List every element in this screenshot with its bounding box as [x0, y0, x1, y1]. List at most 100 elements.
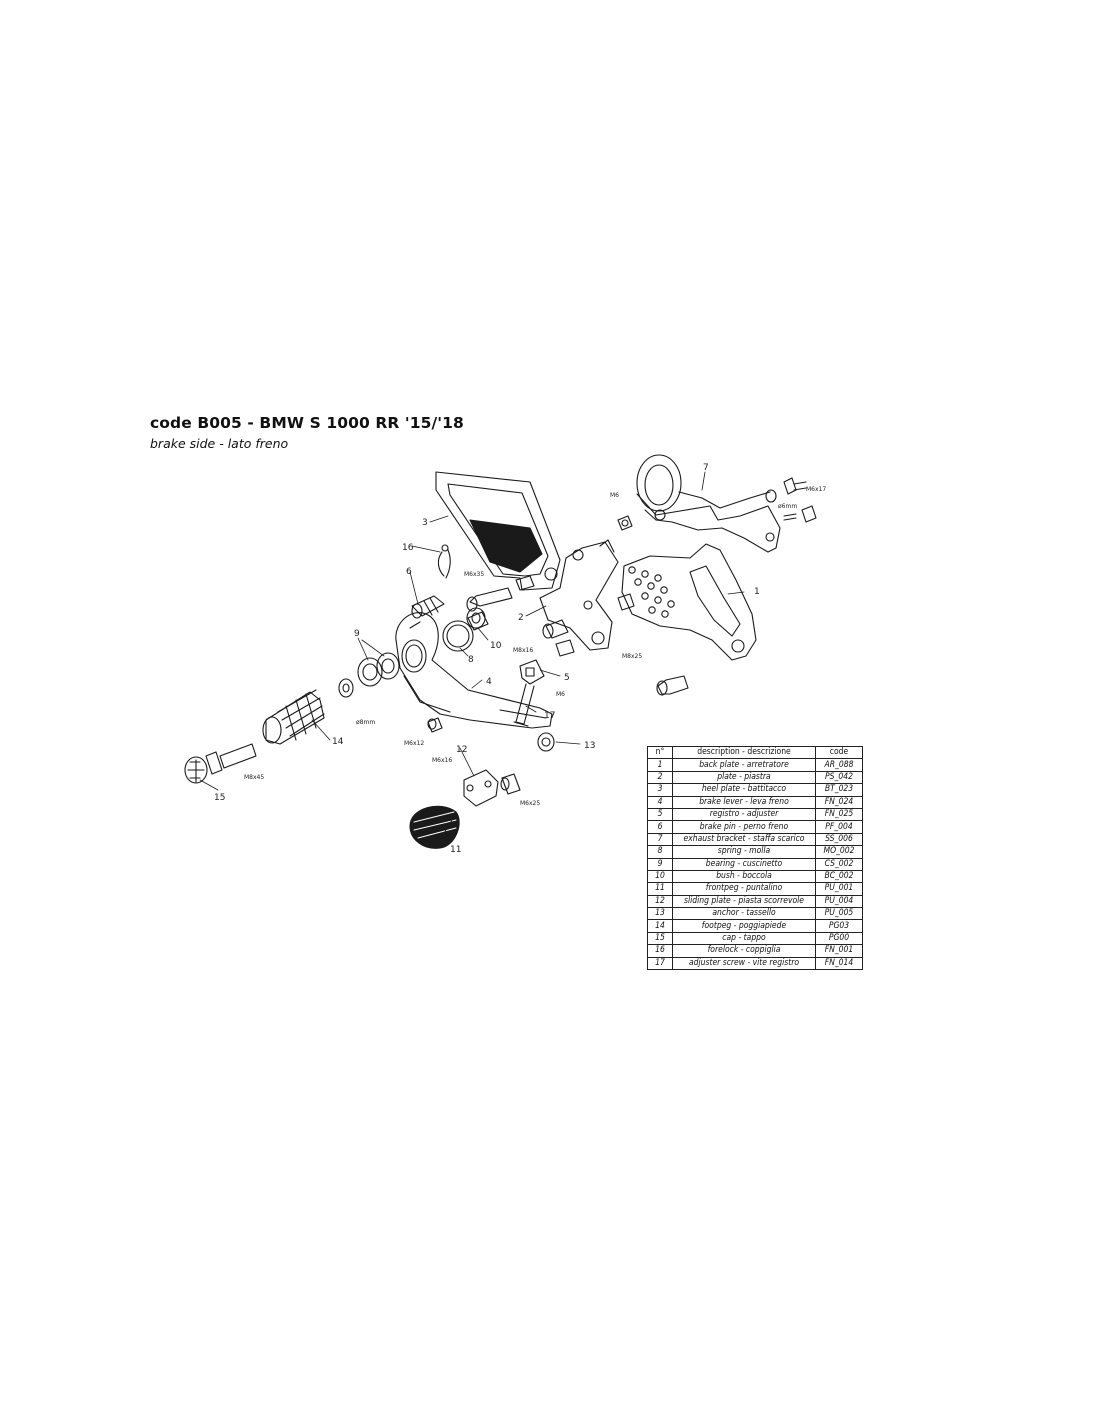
cap-part	[184, 743, 257, 784]
anchor-part	[537, 732, 555, 752]
row-description: exhaust bracket - staffa scarico	[672, 832, 816, 847]
row-code: PU_001	[815, 882, 863, 896]
row-number: 11	[647, 882, 673, 896]
row-code: FN_014	[815, 956, 863, 971]
row-code: BC_002	[815, 869, 863, 884]
row-number: 5	[647, 807, 673, 822]
plate-screw-part	[656, 675, 689, 696]
dim-m6x35: M6x35	[464, 571, 484, 578]
callout-11: 11	[450, 845, 461, 855]
row-code: PU_004	[815, 894, 863, 909]
callout-9: 9	[354, 629, 360, 639]
row-code: MO_002	[815, 845, 863, 859]
header-number: n°	[647, 745, 673, 760]
footpeg-part	[262, 689, 325, 745]
callout-8: 8	[468, 655, 474, 665]
row-code: FN_024	[815, 795, 863, 809]
dim-o8mm: ø8mm	[356, 719, 375, 726]
dim-m8x16: M8x16	[513, 647, 533, 654]
header-description: description - descrizione	[672, 745, 816, 760]
callout-3: 3	[422, 518, 428, 528]
row-description: sliding plate - piasta scorrevole	[672, 894, 816, 909]
page-subtitle: brake side - lato freno	[150, 436, 289, 451]
row-code: PF_004	[815, 820, 863, 834]
row-description: heel plate - battitacco	[672, 783, 816, 797]
parts-table-header: n° description - descrizione code	[647, 745, 863, 760]
row-number: 12	[647, 894, 673, 909]
row-code: PU_005	[815, 907, 863, 921]
leader-lines	[199, 471, 745, 841]
row-code: AR_088	[815, 758, 863, 772]
heel-plate-part	[435, 471, 561, 591]
dim-m6x17: M6x17	[806, 486, 826, 493]
row-code: FN_025	[815, 807, 863, 822]
dim-m6x25: M6x25	[520, 800, 540, 807]
row-code: BT_023	[815, 783, 863, 797]
dim-m6-adjuster: M6	[556, 691, 565, 698]
callout-6: 6	[406, 567, 412, 577]
row-number: 13	[647, 907, 673, 921]
row-number: 4	[647, 795, 673, 809]
callout-1: 1	[754, 587, 760, 597]
callout-16: 16	[402, 543, 414, 553]
callout-4: 4	[486, 677, 492, 687]
row-description: forelock - coppiglia	[672, 944, 816, 958]
row-number: 1	[647, 758, 673, 772]
row-number: 8	[647, 845, 673, 859]
brake-pin-part	[411, 595, 445, 619]
row-number: 3	[647, 783, 673, 797]
row-number: 17	[647, 956, 673, 971]
row-code: CS_002	[815, 857, 863, 871]
row-description: registro - adjuster	[672, 807, 816, 822]
callout-5: 5	[564, 673, 570, 683]
callout-7: 7	[703, 463, 709, 473]
row-description: bearing - cuscinetto	[672, 857, 816, 871]
row-description: brake pin - perno freno	[672, 820, 816, 834]
dim-o6mm-top: ø6mm	[778, 503, 797, 510]
callout-2: 2	[518, 613, 524, 623]
row-description: back plate - arretratore	[672, 758, 816, 772]
row-description: adjuster screw - vite registro	[672, 956, 816, 971]
row-number: 6	[647, 820, 673, 834]
callout-17: 17	[544, 711, 555, 721]
row-description: bush - boccola	[672, 869, 816, 884]
callout-10: 10	[490, 641, 502, 651]
row-number: 2	[647, 770, 673, 785]
washer-part	[338, 678, 354, 698]
brake-lever-part	[395, 612, 553, 729]
plate-part	[539, 539, 619, 651]
row-description: plate - piastra	[672, 770, 816, 785]
row-description: anchor - tassello	[672, 907, 816, 921]
row-description: brake lever - leva freno	[672, 795, 816, 809]
row-description: cap - tappo	[672, 931, 816, 946]
callout-15: 15	[214, 793, 225, 803]
row-description: frontpeg - puntalino	[672, 882, 816, 896]
row-number: 10	[647, 869, 673, 884]
row-number: 14	[647, 919, 673, 933]
header-code: code	[815, 745, 863, 760]
dim-m6-top: M6	[610, 492, 619, 499]
row-code: PG03	[815, 919, 863, 933]
row-number: 15	[647, 931, 673, 946]
adjuster-part	[513, 659, 545, 727]
dim-m8x45: M8x45	[244, 774, 264, 781]
back-plate-part	[617, 543, 757, 661]
bearing-part	[357, 652, 400, 687]
callout-12: 12	[456, 745, 467, 755]
